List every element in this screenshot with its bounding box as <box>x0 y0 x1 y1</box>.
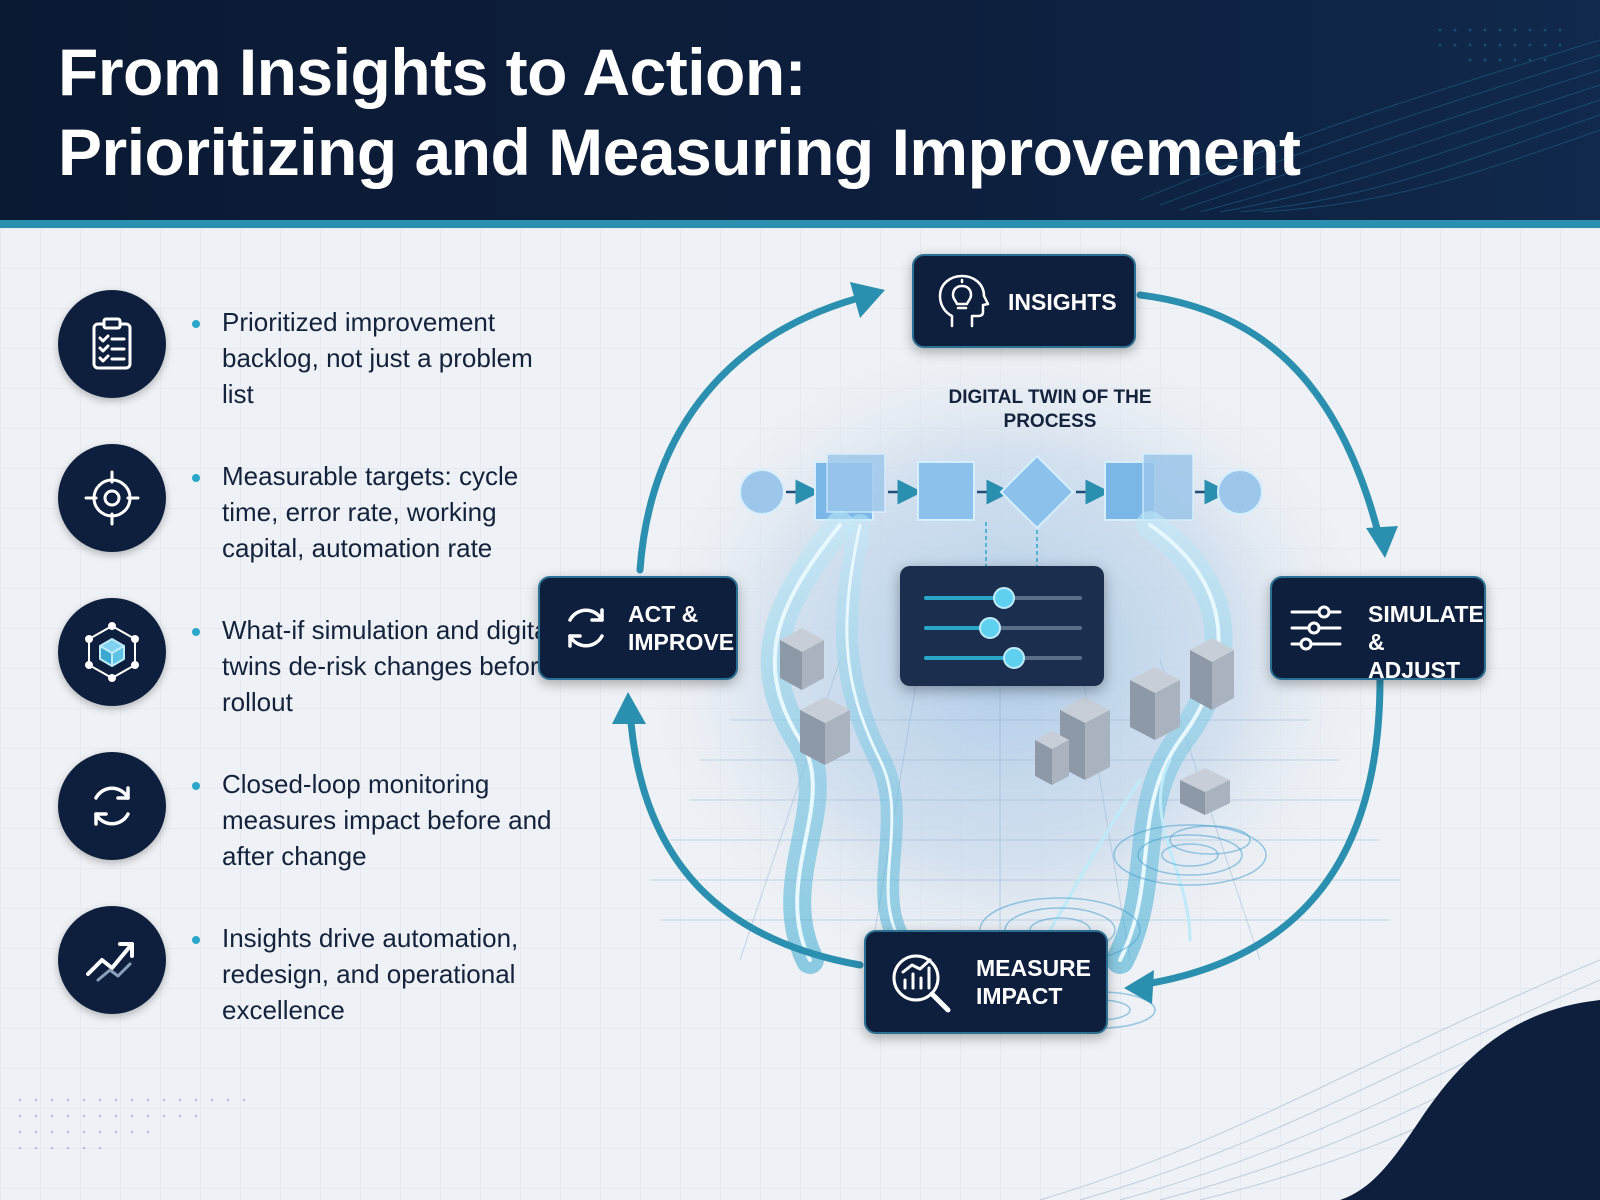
header-banner: From Insights to Action: Prioritizing an… <box>0 0 1600 228</box>
page-title: From Insights to Action: Prioritizing an… <box>58 32 1301 192</box>
refresh-cycle-icon <box>58 752 166 860</box>
flow-end-node <box>1217 469 1263 515</box>
data-cubes <box>780 628 1234 815</box>
target-icon <box>58 444 166 552</box>
arrowhead-icon <box>1124 970 1154 1004</box>
process-flow <box>739 453 1263 570</box>
dot-pattern <box>18 1098 246 1150</box>
step-label: SIMULATE & ADJUST <box>1368 601 1484 683</box>
point-text: Closed-loop monitoring measures impact b… <box>222 769 552 871</box>
slider-thumb[interactable] <box>1003 647 1025 669</box>
bullet-dot <box>192 320 200 328</box>
flow-step-box <box>917 461 975 521</box>
arrow-simulate-to-measure <box>1136 676 1384 989</box>
step-act-improve[interactable]: ACT & IMPROVE <box>538 576 738 680</box>
flow-decision-diamond <box>999 454 1075 530</box>
step-insights[interactable]: INSIGHTS <box>912 254 1136 348</box>
bullet-dot <box>192 936 200 944</box>
cube-network-icon <box>58 598 166 706</box>
slider-thumb[interactable] <box>979 617 1001 639</box>
list-item: Measurable targets: cycle time, error ra… <box>58 444 558 564</box>
arrowhead-icon <box>1366 526 1398 558</box>
parameter-slider-panel <box>900 566 1104 686</box>
slider-thumb[interactable] <box>993 587 1015 609</box>
cycle-arrows <box>626 291 1384 989</box>
lightbulb-head-icon <box>938 274 990 328</box>
step-label: INSIGHTS <box>1008 289 1117 315</box>
arrow-insights-to-simulate <box>1136 291 1384 544</box>
improvement-cycle-diagram: DIGITAL TWIN OF THE PROCESS INSIGHTS <box>538 240 1600 1070</box>
step-measure-impact[interactable]: MEASURE IMPACT <box>864 930 1108 1034</box>
step-simulate-adjust[interactable]: SIMULATE & ADJUST <box>1270 576 1486 683</box>
arrow-measure-to-act <box>626 706 864 969</box>
sliders-icon <box>1290 605 1342 651</box>
trend-up-arrow-icon <box>58 906 166 1014</box>
list-item: What-if simulation and digital twins de-… <box>58 598 558 718</box>
point-text: Insights drive automation, redesign, and… <box>222 923 519 1025</box>
step-label: ACT & IMPROVE <box>628 601 735 655</box>
list-item: Insights drive automation, redesign, and… <box>58 906 558 1026</box>
bullet-dot <box>192 782 200 790</box>
header-wave-pattern <box>1140 28 1600 212</box>
flow-start-node <box>739 469 785 515</box>
arrow-act-to-insights <box>636 291 874 574</box>
digital-twin-label: DIGITAL TWIN OF THE PROCESS <box>948 387 1152 432</box>
step-label: MEASURE IMPACT <box>976 955 1092 1009</box>
title-line-2: Prioritizing and Measuring Improvement <box>58 115 1301 189</box>
list-item: Prioritized improvement backlog, not jus… <box>58 290 558 410</box>
arrowhead-icon <box>850 282 885 318</box>
bottom-right-wave-decoration <box>1040 959 1600 1200</box>
chart-magnifier-icon <box>892 954 951 1013</box>
point-text: Prioritized improvement backlog, not jus… <box>222 307 533 409</box>
list-item: Closed-loop monitoring measures impact b… <box>58 752 558 872</box>
refresh-cycle-icon <box>568 608 604 648</box>
bullet-dot <box>192 474 200 482</box>
clipboard-checklist-icon <box>58 290 166 398</box>
title-line-1: From Insights to Action: <box>58 35 807 109</box>
point-text: Measurable targets: cycle time, error ra… <box>222 461 519 563</box>
bullet-dot <box>192 628 200 636</box>
arrowhead-icon <box>612 692 646 724</box>
point-text: What-if simulation and digital twins de-… <box>222 615 555 717</box>
